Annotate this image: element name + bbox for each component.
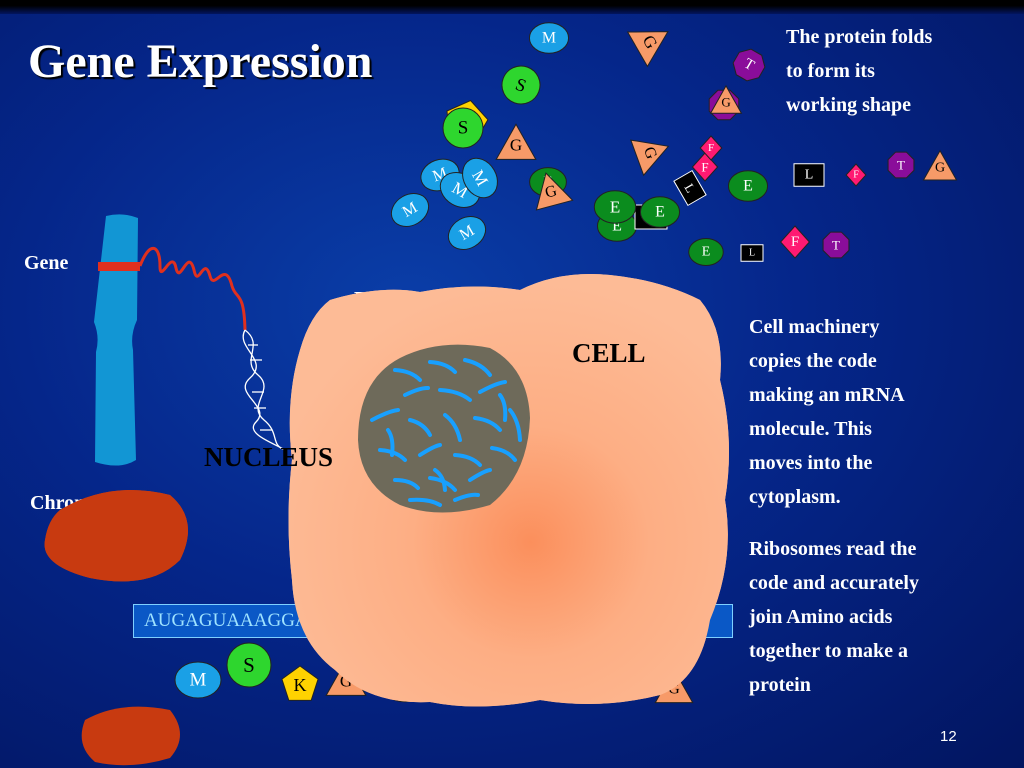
amino-acid-e: E	[639, 196, 681, 228]
amino-acid-letter: T	[897, 158, 905, 173]
gene-strand	[138, 246, 247, 331]
amino-acid-letter: S	[458, 118, 469, 139]
gene-band	[98, 262, 140, 271]
dna-label: DNA	[354, 288, 398, 310]
amino-acid-g: G	[626, 31, 669, 68]
amino-acid-letter: F	[791, 234, 799, 250]
amino-acid-m: M	[462, 157, 498, 199]
gene-label: Gene	[24, 252, 69, 274]
amino-acid-letter: F	[708, 142, 714, 154]
amino-acid-g: G	[495, 123, 537, 160]
amino-acid-g: G	[535, 172, 574, 211]
amino-acid-letter: E	[702, 245, 711, 260]
folding-note: The protein folds to form its working sh…	[786, 26, 933, 116]
chromosome	[94, 214, 140, 466]
amino-acid-letter: E	[610, 198, 620, 217]
amino-acid-f: F	[845, 163, 867, 187]
folded-protein: MSKGEELFTGMSMMMMGEELFTGELFTGELFTG	[390, 22, 958, 266]
amino-acid-l: L	[793, 163, 825, 187]
amino-acid-letter: F	[701, 160, 708, 175]
translation-note: Ribosomes read the code and accurately j…	[749, 538, 919, 696]
amino-acid-letter: T	[832, 238, 840, 253]
amino-acid-letter: G	[935, 161, 945, 176]
amino-acid-letter: E	[743, 178, 753, 195]
nucleus-label: NUCLEUS	[204, 442, 334, 472]
amino-acid-m: M	[447, 216, 487, 250]
top-bar	[0, 0, 1024, 14]
amino-acid-t: T	[822, 231, 850, 259]
amino-acid-letter: E	[655, 204, 665, 221]
amino-acid-m: M	[390, 193, 430, 227]
amino-acid-f: F	[779, 225, 811, 259]
amino-acid-letter: E	[612, 218, 622, 235]
amino-acid-letter: K	[294, 675, 307, 695]
amino-acid-g: G	[630, 139, 670, 177]
slide-number: 12	[940, 728, 957, 745]
transcription-note: Cell machinery copies the code making an…	[749, 316, 905, 508]
cell	[288, 274, 729, 707]
amino-acid-s: S	[226, 642, 272, 688]
slide-title: Gene Expression	[28, 35, 373, 88]
amino-acid-t: T	[887, 151, 915, 179]
amino-acid-letter: G	[721, 95, 730, 110]
amino-acid-e: E	[593, 190, 637, 224]
amino-acid-letter: S	[243, 653, 255, 677]
amino-acid-g: G	[922, 149, 958, 181]
amino-acid-t: T	[732, 48, 766, 82]
amino-acid-l: L	[740, 244, 764, 262]
amino-acid-s: S	[442, 107, 484, 149]
amino-acid-m: M	[528, 22, 570, 54]
amino-acid-s: S	[501, 65, 541, 105]
amino-acid-e: E	[688, 238, 724, 266]
amino-acid-e: E	[727, 170, 769, 202]
amino-acid-k: K	[281, 665, 319, 701]
amino-acid-letter: L	[805, 168, 814, 183]
cell-label: CELL	[572, 338, 646, 368]
amino-acid-letter: L	[749, 248, 755, 259]
amino-acid-f: F	[699, 135, 723, 161]
amino-acid-m: M	[174, 661, 222, 699]
dna-helix	[242, 329, 286, 451]
amino-acid-l: L	[673, 169, 707, 207]
amino-acid-letter: F	[853, 170, 859, 181]
amino-acid-letter: G	[510, 136, 522, 155]
ribosome-small	[81, 706, 180, 766]
amino-acid-letter: G	[543, 182, 559, 202]
amino-acid-letter: M	[190, 670, 207, 691]
mrna-strand: AUGAGUAAAGGAGAAGAACUUUUCACUGGA	[133, 604, 733, 638]
amino-acid-letter: M	[542, 30, 556, 47]
amino-acid-g: G	[709, 84, 743, 114]
chromosome-label: Chromosome	[30, 492, 145, 514]
